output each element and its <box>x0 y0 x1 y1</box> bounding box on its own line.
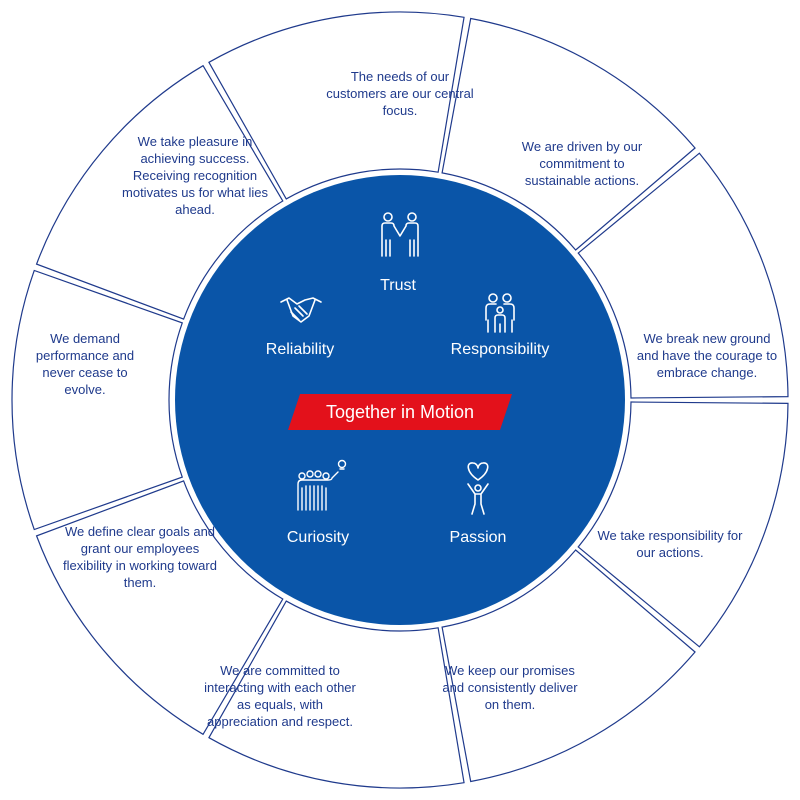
segments-layer <box>11 11 789 789</box>
segment-text-promises: We keep our promises and consistently de… <box>442 663 578 712</box>
center-banner <box>288 394 512 430</box>
value-label-trust: Trust <box>380 277 416 294</box>
value-label-curiosity: Curiosity <box>286 529 350 546</box>
heart-person-icon <box>467 462 489 515</box>
segment-text-sustainability: We are driven by our commitment to susta… <box>521 139 643 188</box>
segment-text-new-ground: We break new ground and have the courage… <box>636 331 778 380</box>
wheel-segment <box>35 480 284 736</box>
wheel-segment <box>577 401 789 648</box>
group-lightbulb-icon <box>297 459 347 511</box>
wheel-segment <box>441 17 696 251</box>
wheel-segment <box>208 11 465 200</box>
segment-text-responsibility: We take responsibility for our actions. <box>597 528 743 560</box>
wheel-segment <box>208 600 465 789</box>
handshake-people-icon <box>381 212 419 257</box>
value-label-passion: Passion <box>449 529 507 546</box>
value-label-reliability: Reliability <box>265 341 335 358</box>
wheel-segment <box>11 269 184 531</box>
value-label-responsibility: Responsibility <box>450 341 550 358</box>
center-title: Together in Motion <box>325 402 475 422</box>
segment-text-customers: The needs of our customers are our centr… <box>326 69 474 118</box>
segment-text-equals: We are committed to interacting with eac… <box>204 663 356 729</box>
family-icon <box>485 293 515 333</box>
segment-text-success: We take pleasure in achieving success. R… <box>122 134 268 217</box>
segment-text-goals: We define clear goals and grant our empl… <box>63 524 217 590</box>
wheel-segment <box>35 64 284 320</box>
wheel-segment <box>441 549 696 783</box>
handshake-icon <box>280 297 322 323</box>
wheel-segment <box>577 152 789 399</box>
segment-text-performance: We demand performance and never cease to… <box>35 331 135 397</box>
